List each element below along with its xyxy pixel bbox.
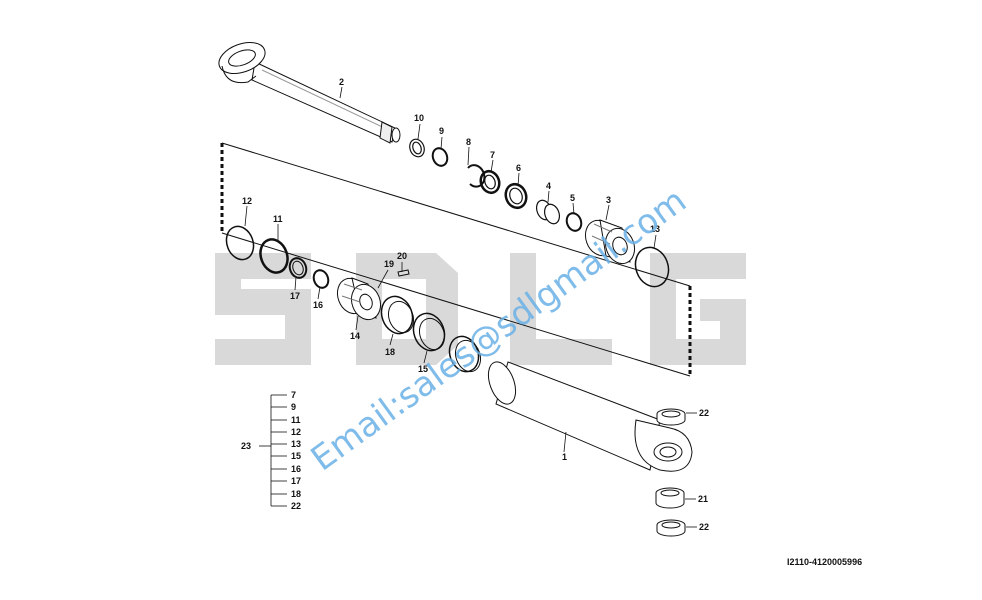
seal-kit-labels: 23 7 9 11 12 13 15 16 17 18 22: [241, 390, 301, 511]
callout-4: 4: [546, 181, 551, 191]
seal-kit-number: 23: [241, 441, 251, 451]
callout-11: 11: [273, 214, 283, 224]
cylinder-tube: [487, 361, 693, 472]
wear-rings: [380, 295, 482, 373]
piston-rod: [218, 41, 401, 144]
callout-6: 6: [516, 163, 521, 173]
rod-seal-rings: [409, 138, 583, 232]
seal-kit-item: 7: [291, 390, 296, 400]
callout-3: 3: [606, 195, 611, 205]
callout-2: 2: [339, 77, 344, 87]
seal-kit-item: 15: [291, 451, 301, 461]
callout-20: 20: [397, 251, 407, 261]
piston: [336, 269, 410, 321]
callout-12: 12: [242, 196, 252, 206]
callout-1: 1: [562, 452, 567, 462]
seal-kit-item: 13: [291, 439, 301, 449]
assembly-outline: [220, 142, 692, 377]
seal-kit-item: 17: [291, 476, 301, 486]
callout-22-bottom: 22: [699, 522, 709, 532]
callout-16: 16: [313, 300, 323, 310]
callout-8: 8: [466, 137, 471, 147]
callout-18: 18: [385, 347, 395, 357]
part-callouts: 2 10 9 8 7 6 4 5 3 13 12 11 17 16 14 18 …: [242, 77, 709, 532]
callout-15: 15: [418, 364, 428, 374]
callout-9: 9: [439, 126, 444, 136]
piston-seal-rings: [225, 225, 330, 289]
seal-kit-item: 9: [291, 402, 296, 412]
drawing-id: I2110-4120005996: [787, 557, 863, 567]
callout-10: 10: [414, 113, 424, 123]
seal-kit-bracket: [259, 394, 287, 507]
seal-kit-item: 16: [291, 464, 301, 474]
callout-14: 14: [350, 331, 360, 341]
seal-kit-item: 11: [291, 415, 301, 425]
leader-lines: [244, 86, 697, 528]
seal-kit-item: 12: [291, 427, 301, 437]
callout-7: 7: [490, 150, 495, 160]
callout-17: 17: [290, 291, 300, 301]
o-ring-13: [634, 246, 670, 288]
bushings: [655, 408, 686, 537]
seal-kit-item: 22: [291, 501, 301, 511]
callout-13: 13: [650, 224, 660, 234]
cylinder-head: [584, 219, 636, 265]
seal-kit-item: 18: [291, 489, 301, 499]
callout-21: 21: [698, 494, 708, 504]
callout-22-top: 22: [699, 408, 709, 418]
callout-5: 5: [570, 193, 575, 203]
callout-19: 19: [384, 259, 394, 269]
